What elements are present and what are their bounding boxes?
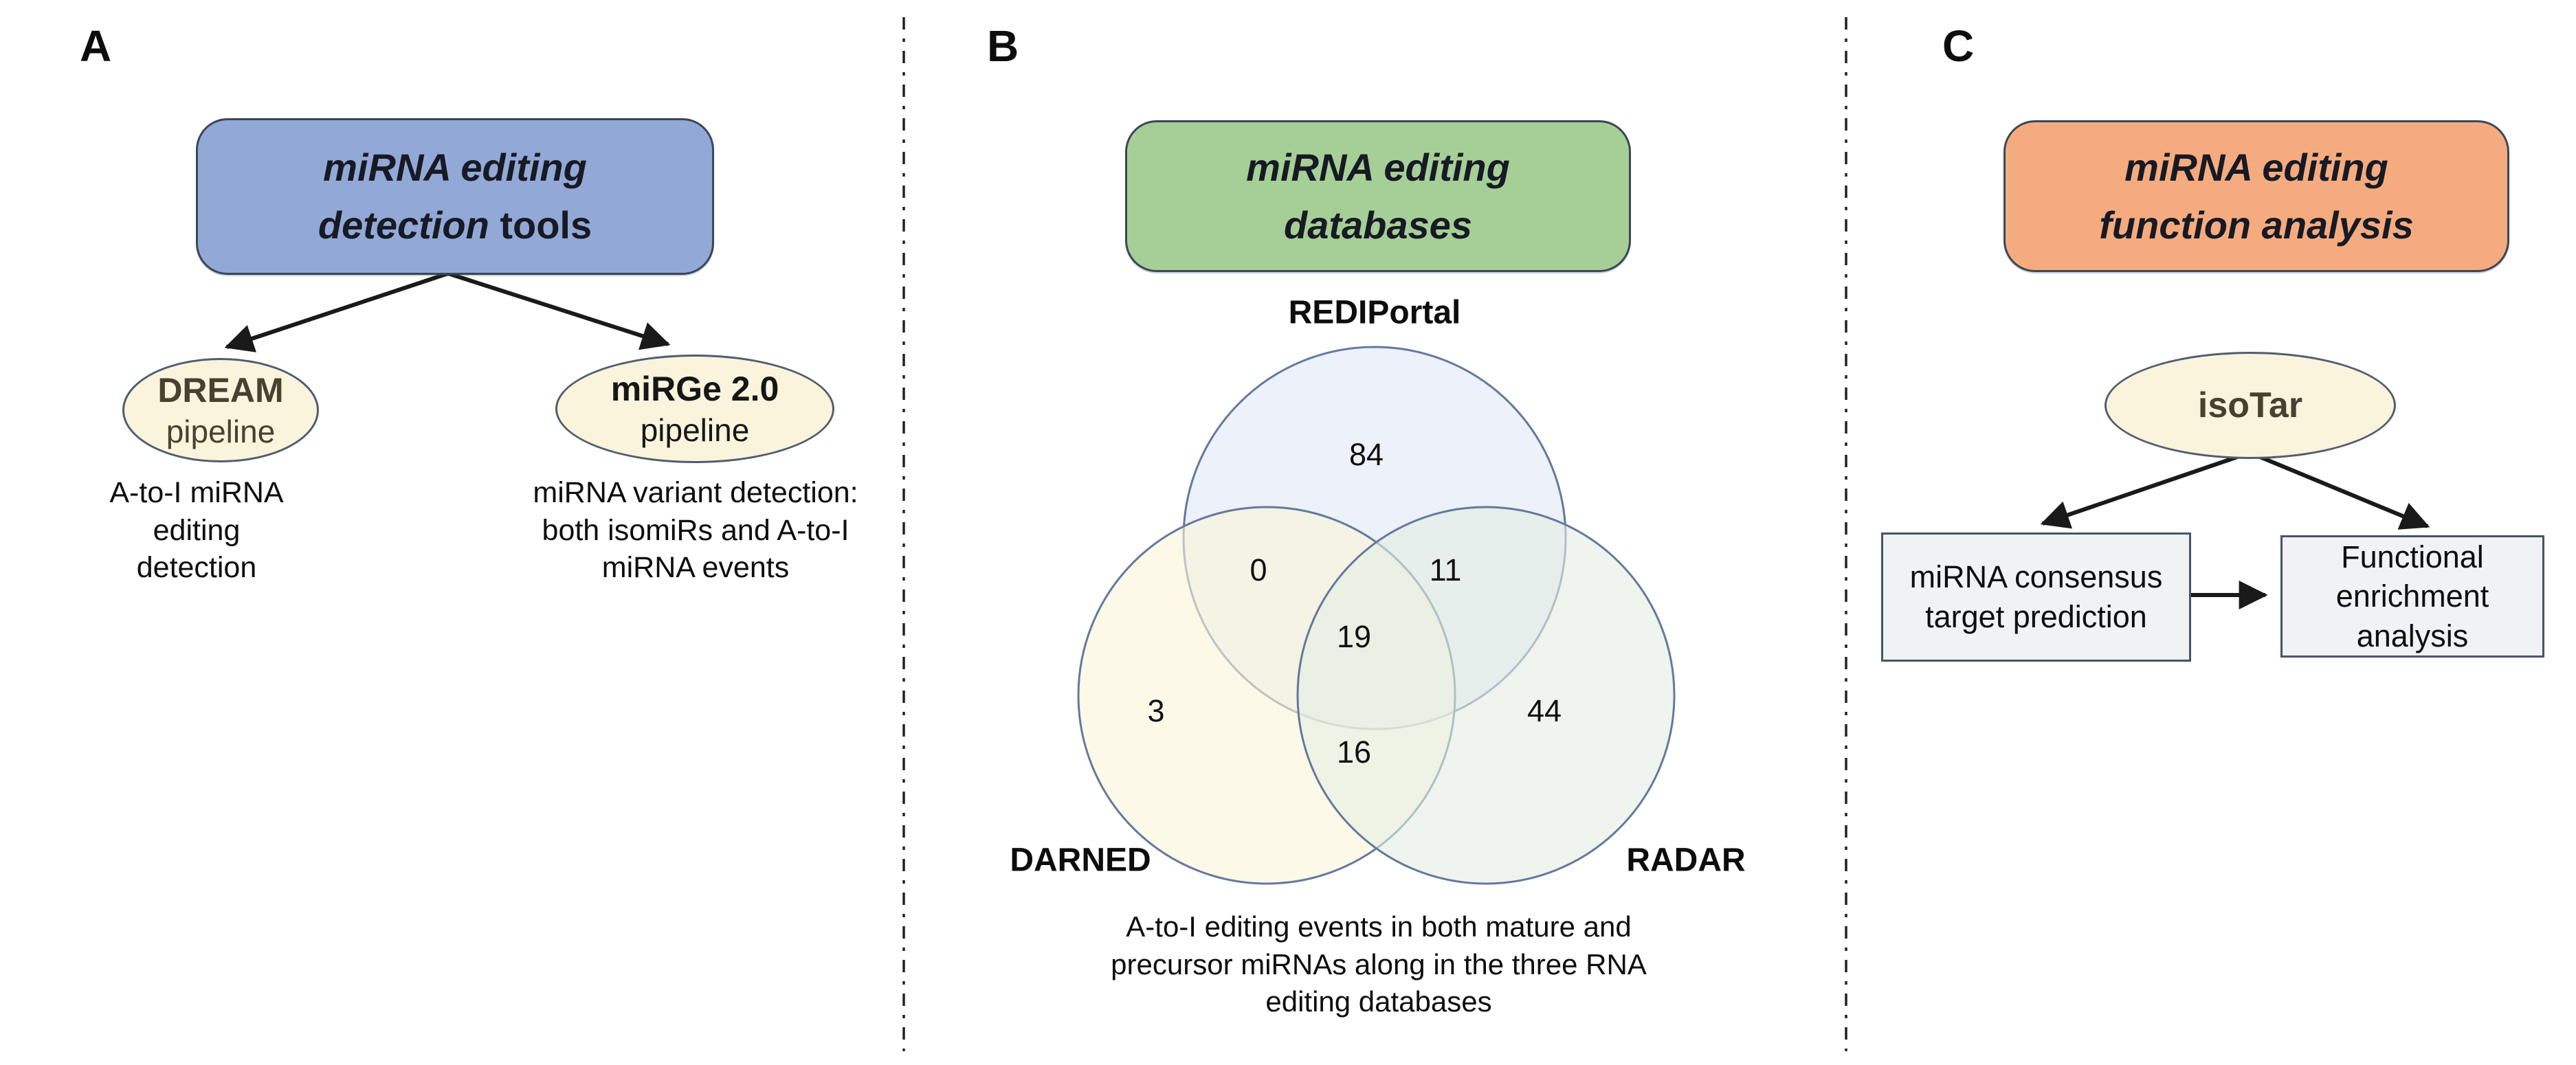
isotar-title: isoTar — [2197, 385, 2303, 425]
node-isotar: isoTar — [2105, 352, 2396, 459]
node-functional-enrichment-analysis: Functional enrichment analysis — [2280, 535, 2544, 658]
venn-count-all-three: 19 — [1336, 619, 1372, 654]
node-mirge-pipeline: miRGe 2.0 pipeline — [555, 355, 834, 463]
header-b-line1: miRNA editing — [1246, 145, 1510, 189]
venn-label-darned: DARNED — [1010, 842, 1151, 879]
caption-mirge-description: miRNA variant detection: both isomiRs an… — [533, 476, 858, 585]
header-c-line1: miRNA editing — [2124, 145, 2388, 189]
arrow-isotar-to-target-prediction — [2040, 451, 2248, 529]
venn-circle-radar — [1296, 506, 1676, 885]
mirge-title: miRGe 2.0 — [610, 370, 779, 408]
venn-label-rediportal: REDIPortal — [1288, 294, 1461, 331]
venn-label-radar: RADAR — [1626, 842, 1746, 879]
venn-count-rediportal-only: 84 — [1348, 437, 1384, 472]
arrow-tools-to-mirge — [447, 271, 671, 350]
caption-dream-description: A-to-I miRNA editing detection — [109, 476, 284, 585]
mirge-subtitle: pipeline — [640, 412, 750, 448]
venn-count-rediportal-darned: 0 — [1250, 552, 1267, 587]
venn-count-darned-only: 3 — [1147, 693, 1165, 728]
header-mirna-editing-detection-tools: miRNA editing detection tools — [196, 118, 714, 275]
header-b-line2: databases — [1284, 203, 1472, 247]
node-mirna-consensus-target-prediction: miRNA consensus target prediction — [1881, 532, 2191, 662]
panel-c-label: C — [1942, 21, 1975, 71]
header-a-line1: miRNA editing — [323, 146, 587, 189]
header-a-line2-italic: detection — [318, 203, 489, 247]
node-dream-pipeline: DREAM pipeline — [122, 358, 319, 462]
arrow-isotar-to-enrichment — [2250, 451, 2430, 530]
header-a-line2-regular: tools — [500, 203, 592, 247]
header-mirna-editing-databases: miRNA editing databases — [1125, 120, 1631, 272]
caption-venn-description: A-to-I editing events in both mature and… — [1111, 910, 1647, 1018]
header-c-line2: function analysis — [2099, 203, 2414, 247]
arrow-tools-to-dream — [224, 271, 449, 352]
panel-b-label: B — [987, 21, 1019, 71]
dream-title: DREAM — [157, 371, 284, 410]
venn-count-darned-radar: 16 — [1336, 735, 1372, 770]
dream-subtitle: pipeline — [166, 413, 276, 449]
header-a-line2: detection tools — [318, 197, 592, 254]
venn-count-radar-only: 44 — [1526, 693, 1562, 728]
header-mirna-editing-function-analysis: miRNA editing function analysis — [2003, 120, 2509, 272]
panel-a-label: A — [80, 21, 112, 71]
venn-count-rediportal-radar: 11 — [1429, 552, 1462, 587]
